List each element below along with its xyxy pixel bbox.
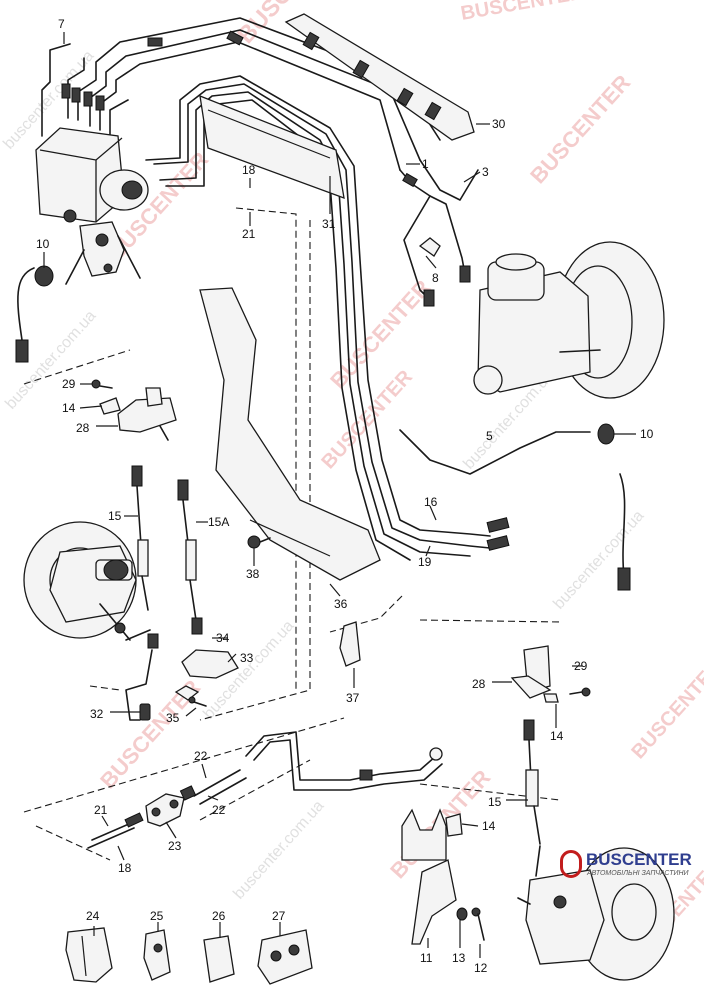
watermark-text: BUSCENTER (627, 656, 704, 764)
callout-36: 36 (334, 597, 348, 611)
heat-shield-31 (199, 94, 345, 199)
callout-14: 14 (62, 401, 76, 415)
callout-32: 32 (90, 707, 104, 721)
bracket-36 (199, 287, 381, 581)
callout-19: 19 (418, 555, 432, 569)
callout-16: 16 (424, 495, 438, 509)
callout-26: 26 (212, 909, 226, 923)
callout-28: 28 (472, 677, 486, 691)
callout-28: 28 (76, 421, 90, 435)
hose-10-left (15, 265, 54, 363)
leader-lines (43, 32, 636, 958)
clip-32 (139, 703, 151, 721)
callout-21: 21 (242, 227, 256, 241)
callout-38: 38 (246, 567, 260, 581)
callout-15A: 15A (208, 515, 229, 529)
logo-brand: BUSCENTER (586, 850, 692, 869)
callout-34: 34 (216, 631, 230, 645)
pipes-master-cylinder (399, 159, 479, 307)
callout-labels: 7 30 1 3 18 21 31 10 8 29 14 28 5 10 16 … (36, 17, 654, 975)
callout-24: 24 (86, 909, 100, 923)
watermark-text: buscenter.com.ua (550, 507, 647, 612)
callout-22: 22 (212, 803, 226, 817)
front-left-caliper (23, 521, 151, 641)
callout-12: 12 (474, 961, 488, 975)
bracket-28-right (510, 645, 591, 845)
callout-10: 10 (36, 237, 50, 251)
callout-15: 15 (488, 795, 502, 809)
callout-5: 5 (486, 429, 493, 443)
rear-right-caliper (517, 845, 675, 981)
callout-29: 29 (62, 377, 76, 391)
callout-25: 25 (150, 909, 164, 923)
callout-11: 11 (420, 951, 433, 965)
callout-18: 18 (242, 163, 256, 177)
callout-35: 35 (166, 711, 180, 725)
abs-pipes (41, 17, 441, 171)
callout-15: 15 (108, 509, 122, 523)
mount-parts-11-14 (401, 808, 485, 945)
callout-1: 1 (422, 157, 429, 171)
logo-tagline: АВТОМОБІЛЬНІ ЗАПЧАСТИНИ (587, 870, 689, 877)
callout-10: 10 (640, 427, 654, 441)
callout-13: 13 (452, 951, 466, 965)
callout-27: 27 (272, 909, 286, 923)
clips-24-27 (65, 927, 313, 985)
callout-3: 3 (482, 165, 489, 179)
parts-33-35 (174, 649, 239, 707)
watermark-text: BUSCENTER (525, 70, 635, 189)
callout-14: 14 (550, 729, 564, 743)
callout-33: 33 (240, 651, 254, 665)
bracket-28-left (91, 379, 177, 441)
pipe-5 (399, 423, 631, 591)
callout-7: 7 (58, 17, 65, 31)
clip-strip-30 (284, 13, 475, 141)
clip-37 (339, 621, 361, 667)
callout-8: 8 (432, 271, 439, 285)
abs-control-unit (35, 127, 149, 285)
watermark-text: BUSCENTER (459, 0, 586, 25)
callout-30: 30 (492, 117, 506, 131)
callout-31: 31 (322, 217, 336, 231)
brake-booster (473, 241, 665, 399)
callout-21: 21 (94, 803, 108, 817)
callout-29: 29 (574, 659, 588, 673)
watermark-text: buscenter.com.ua (230, 797, 327, 902)
pipes-21-22 (87, 731, 443, 849)
callout-14: 14 (482, 819, 496, 833)
callout-18: 18 (118, 861, 132, 875)
buscenter-logo: BUSCENTER АВТОМОБІЛЬНІ ЗАПЧАСТИНИ (560, 848, 696, 884)
callout-37: 37 (346, 691, 360, 705)
callout-23: 23 (168, 839, 182, 853)
logo-mark-icon (560, 850, 582, 878)
hoses-15-left (125, 465, 203, 721)
callout-22: 22 (194, 749, 208, 763)
